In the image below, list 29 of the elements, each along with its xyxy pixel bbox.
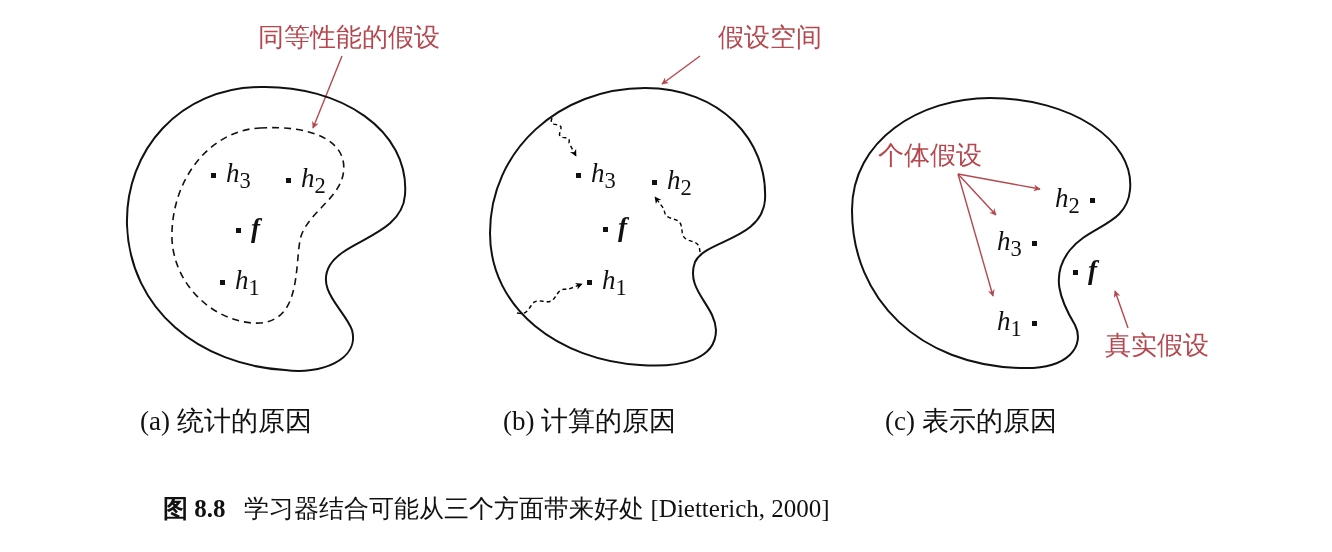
arrow [661,55,701,85]
subfigure-caption: (a) 统计的原因 [140,405,312,437]
point-label: h$_{2}$ [1055,183,1097,213]
point-label: h$_{3}$ [574,158,616,188]
arrow [312,55,343,129]
arrow [1113,290,1129,329]
subfigure-caption: (c) 表示的原因 [885,405,1057,437]
annotation-label: 假设空间 [718,22,822,54]
annotation-label: 真实假设 [1105,330,1209,362]
point-label: f [234,213,260,243]
arrow [957,173,1041,192]
arrow [957,173,997,216]
annotation-label: 同等性能的假设 [258,22,440,54]
subfigure-caption: (b) 计算的原因 [503,405,677,437]
point-label: h$_{1}$ [997,306,1039,336]
point-label: h$_{3}$ [997,226,1039,256]
arrow [550,117,577,157]
point-label: h$_{1}$ [218,265,260,295]
point-label: h$_{2}$ [284,163,326,193]
arrow [516,283,583,315]
arrow [957,173,995,297]
annotation-label: 个体假设 [878,140,982,172]
point-label: h$_{1}$ [585,265,627,295]
point-label: f [601,212,627,242]
point-label: h$_{2}$ [650,165,692,195]
arrow [654,196,701,253]
point-label: f [1071,255,1097,285]
point-label: h$_{3}$ [209,158,251,188]
figure-caption: 图 8.8 学习器结合可能从三个方面带来好处 [Dietterich, 2000] [163,494,830,524]
